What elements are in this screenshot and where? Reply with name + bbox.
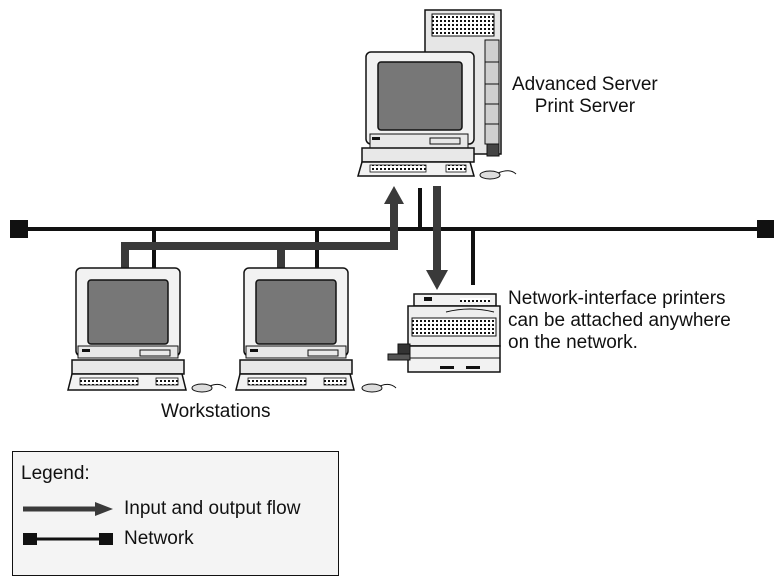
flow-arrow-up xyxy=(384,186,404,204)
printer-label-line3: on the network. xyxy=(508,332,638,353)
printer-label-line1: Network-interface printers xyxy=(508,288,726,309)
server-label-line2: Print Server xyxy=(534,96,636,117)
network-endpoint-right xyxy=(757,220,774,238)
server-computer-icon xyxy=(357,51,517,180)
network-line-icon xyxy=(23,533,113,545)
server-label: Advanced Server Print Server xyxy=(512,74,658,118)
flow-arrow-icon xyxy=(23,502,113,516)
printer-label-line2: can be attached anywhere xyxy=(508,310,731,331)
workstation-1-icon xyxy=(67,267,227,393)
flow-arrow-down xyxy=(426,270,448,290)
network-printer-icon xyxy=(387,293,501,373)
legend-flow-label: Input and output flow xyxy=(124,498,301,519)
workstations-label: Workstations xyxy=(161,401,271,422)
network-endpoint-left xyxy=(10,220,28,238)
flow-paths xyxy=(121,186,441,272)
legend-network-label: Network xyxy=(124,528,194,549)
workstation-2-icon xyxy=(235,267,397,393)
printer-label: Network-interface printers can be attach… xyxy=(508,288,731,354)
server-label-line1: Advanced Server xyxy=(512,74,658,95)
legend-title: Legend: xyxy=(21,463,90,484)
legend-box: Legend: Input and output flow Network xyxy=(12,451,339,576)
